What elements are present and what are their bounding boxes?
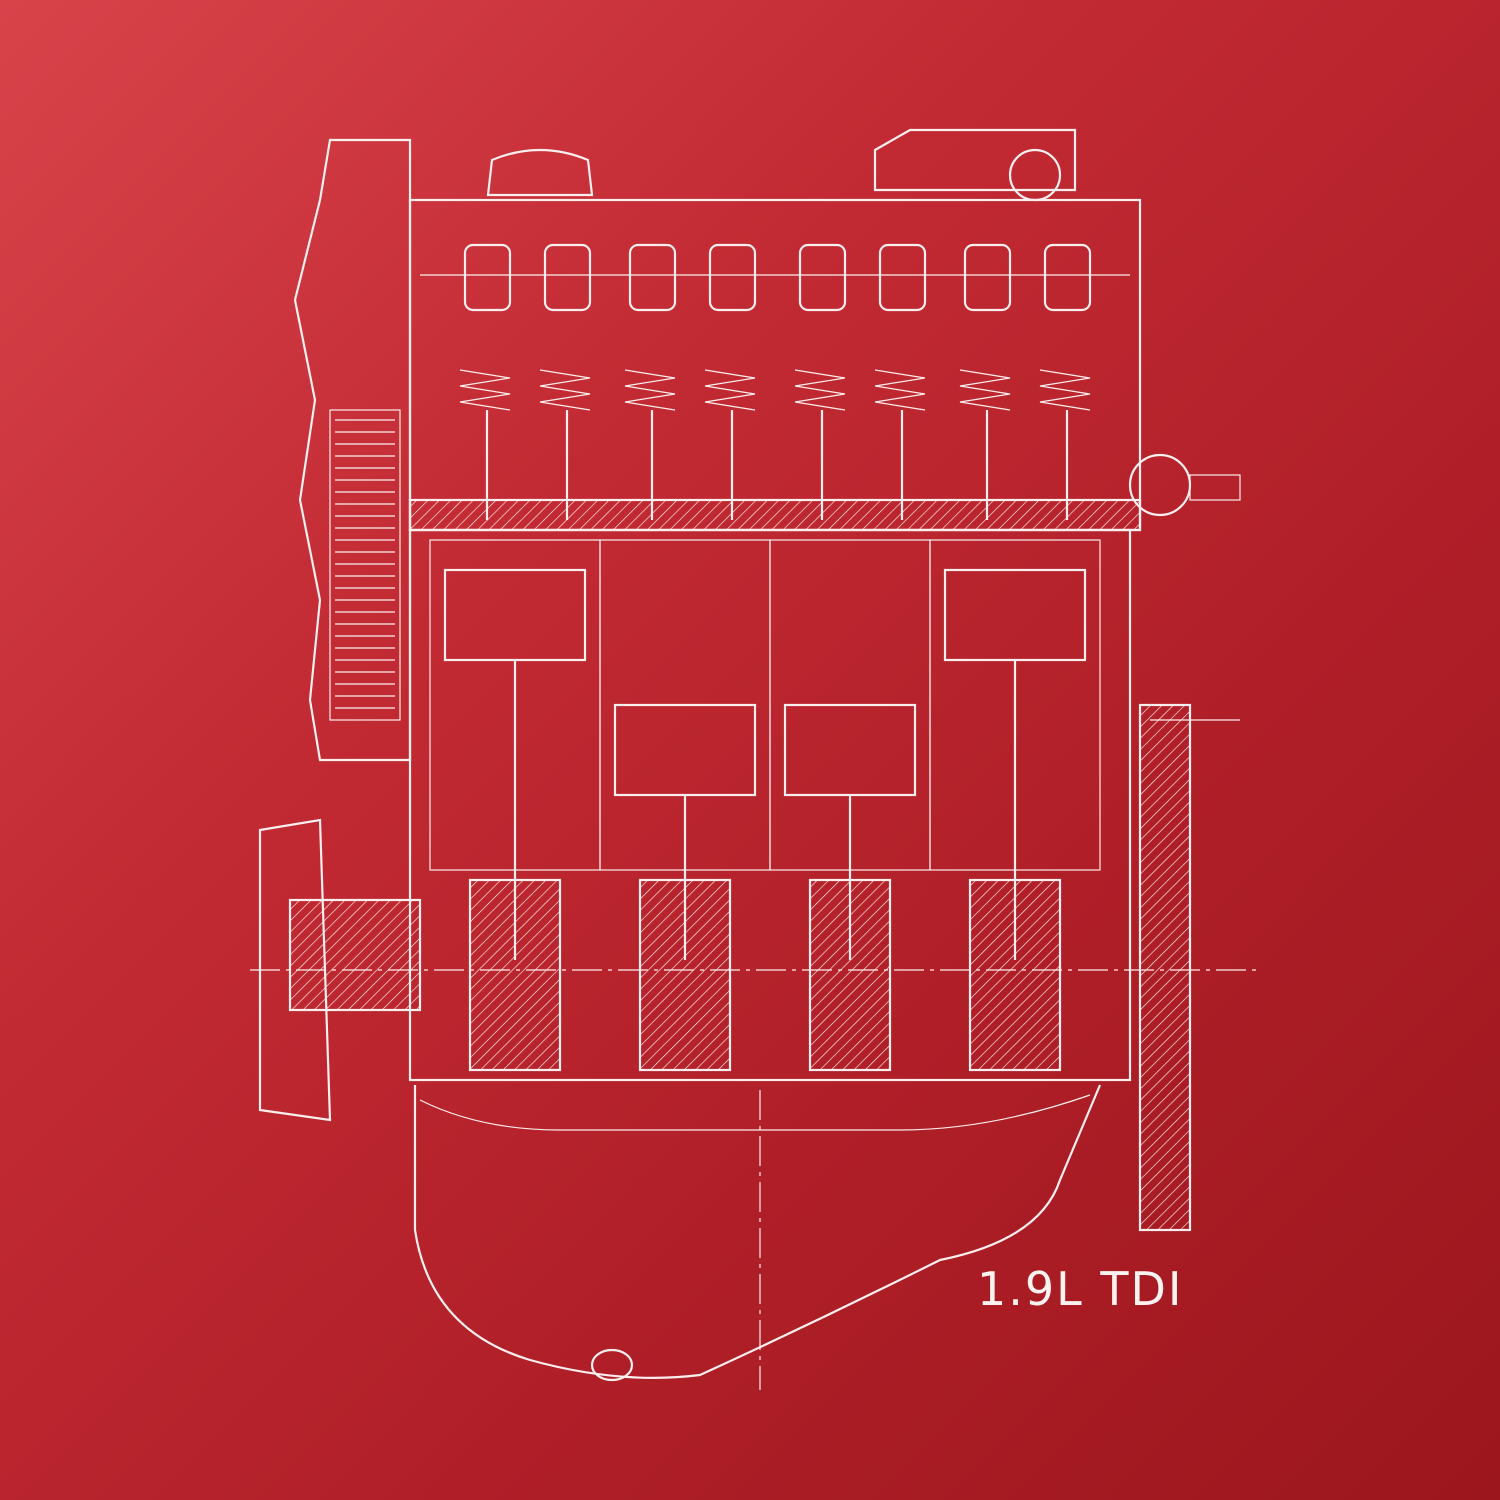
valve-spring xyxy=(624,369,676,411)
oil-filler-cap xyxy=(486,148,594,197)
valve-spring xyxy=(704,369,756,411)
engine-block xyxy=(408,528,1132,1082)
cylinders xyxy=(429,539,1101,1072)
cam-lobe xyxy=(628,243,677,312)
pulley-hub xyxy=(288,898,422,1012)
camshaft-lobes xyxy=(420,243,1130,312)
piston xyxy=(613,703,757,797)
valve-spring xyxy=(794,369,846,411)
piston xyxy=(783,703,917,797)
valve-spring xyxy=(459,369,511,411)
cam-lobe xyxy=(878,243,927,312)
valve-spring xyxy=(959,369,1011,411)
crank-pulley xyxy=(258,818,332,1122)
valve-springs xyxy=(459,369,1091,520)
cam-lobe xyxy=(798,243,847,312)
cam-lobe xyxy=(543,243,592,312)
head-gasket-band xyxy=(408,498,1142,532)
piston xyxy=(443,568,587,662)
valve-spring xyxy=(1039,369,1091,411)
cam-lobe xyxy=(1043,243,1092,312)
timing-gear xyxy=(329,409,401,721)
cylinder-head xyxy=(408,198,1142,532)
cam-lobe xyxy=(963,243,1012,312)
breather-valve xyxy=(1008,148,1062,202)
valve-spring xyxy=(874,369,926,411)
cam-lobe xyxy=(463,243,512,312)
crank-throw xyxy=(968,878,1062,1072)
gear-teeth xyxy=(335,419,395,709)
crank-throw xyxy=(808,878,892,1072)
flywheel xyxy=(1138,703,1192,1232)
engine-label: 1.9L TDI xyxy=(977,1262,1184,1316)
piston xyxy=(943,568,1087,662)
oil-pan xyxy=(413,1084,1102,1379)
crank-throw xyxy=(638,878,732,1072)
valve-spring xyxy=(539,369,591,411)
breather-housing xyxy=(873,128,1077,192)
timing-cover xyxy=(293,138,412,762)
cam-lobe xyxy=(708,243,757,312)
drain-plug xyxy=(590,1348,634,1382)
crank-throw xyxy=(468,878,562,1072)
